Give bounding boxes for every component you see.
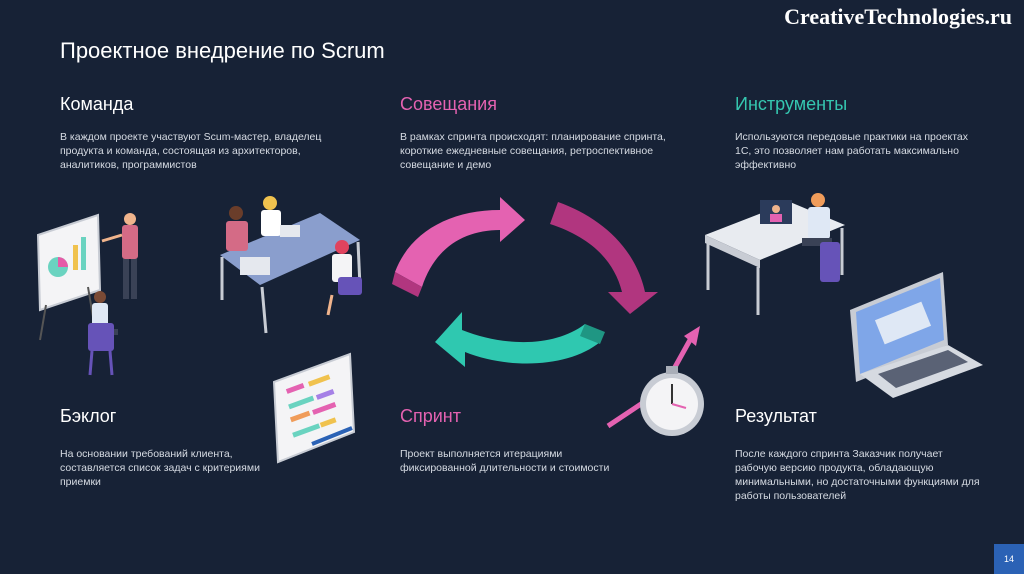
- presentation-illustration: [36, 213, 138, 376]
- sprint-title: Спринт: [400, 406, 461, 426]
- page-number: 14: [994, 544, 1024, 574]
- backlog-board-illustration: [272, 352, 356, 464]
- tools-title: Инструменты: [735, 94, 848, 114]
- backlog-title: Бэклог: [60, 406, 117, 426]
- team-title: Команда: [60, 94, 134, 114]
- slide-title: Проектное внедрение по Scrum: [60, 38, 385, 63]
- result-text: После каждого спринта Заказчик получает …: [735, 448, 980, 502]
- team-text: В каждом проекте участвуют Scum-мастер, …: [60, 131, 322, 171]
- laptop-illustration: [850, 272, 983, 398]
- watermark: CreativeTechnologies.ru: [784, 4, 1012, 29]
- team-meeting-illustration: [220, 196, 362, 334]
- result-title: Результат: [735, 406, 817, 426]
- tools-text: Используются передовые практики на проек…: [735, 131, 969, 171]
- stopwatch-illustration: [606, 326, 704, 436]
- meetings-title: Совещания: [400, 94, 497, 114]
- sprint-text: Проект выполняется итерациями фиксирован…: [400, 448, 610, 474]
- scrum-cycle-arrows: [392, 197, 658, 367]
- backlog-text: На основании требований клиента, составл…: [60, 448, 260, 488]
- workstation-illustration: [705, 193, 845, 315]
- meetings-text: В рамках спринта происходят: планировани…: [400, 131, 666, 171]
